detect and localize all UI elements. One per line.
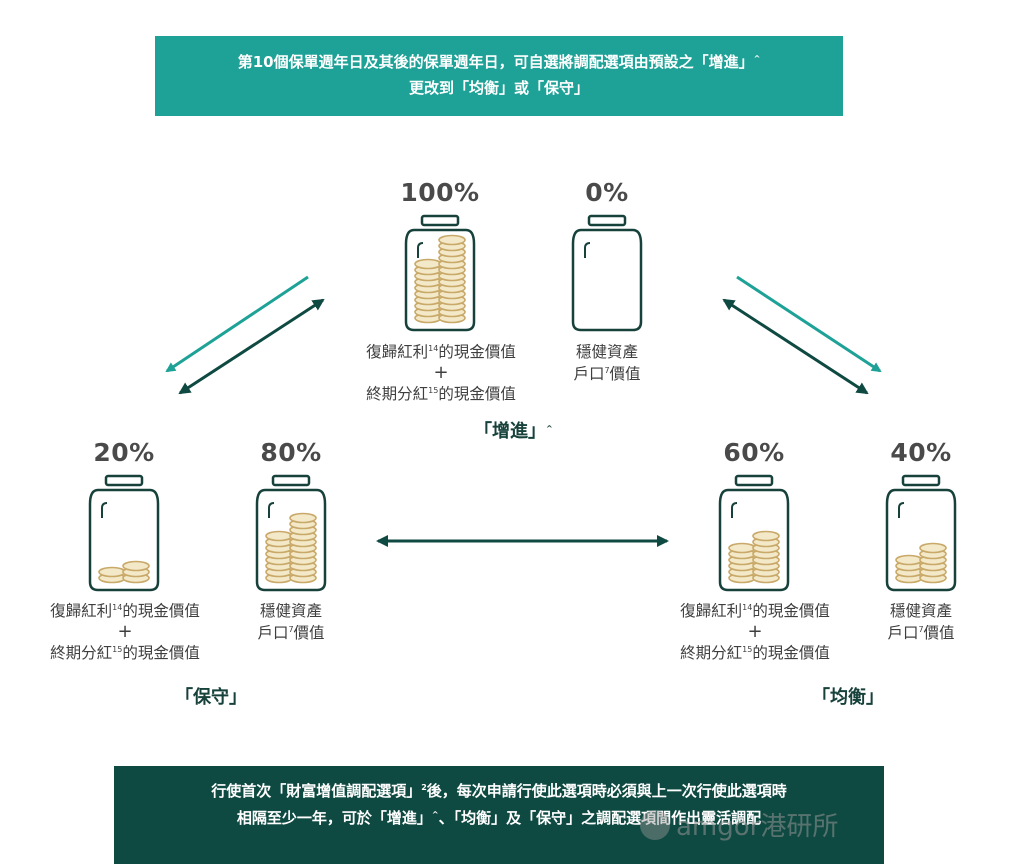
- conservative-stable-label: 穩健資產 戶口7價值: [244, 600, 338, 644]
- balanced-stable-label: 穩健資產 戶口7價值: [874, 600, 968, 644]
- bottom-banner-line1: 行使首次「財富增值調配選項」2後，每次申請行使此選項時必須與上一次行使此選項時: [114, 778, 884, 805]
- conservative-jar2-percent: 80%: [231, 438, 351, 467]
- jar-body: [887, 490, 955, 590]
- jar-lid: [903, 476, 939, 485]
- balanced-dividend-jar: [720, 476, 788, 590]
- coin: [439, 236, 465, 245]
- coin: [920, 544, 946, 553]
- jar-lid: [422, 216, 458, 225]
- balanced-dividend-label: 復歸紅利14的現金價值 + 終期分紅15的現金價值: [657, 600, 853, 664]
- conservative-dividend-label: 復歸紅利14的現金價值 + 終期分紅15的現金價值: [27, 600, 223, 664]
- growth-stable-jar: [573, 216, 641, 330]
- coin: [753, 532, 779, 541]
- coin: [896, 556, 922, 565]
- growth-jar1-percent: 100%: [380, 178, 500, 207]
- coin: [729, 544, 755, 553]
- option-balanced-title: 「均衡」: [812, 683, 884, 709]
- coin: [290, 514, 316, 523]
- growth-dividend-jar: [406, 216, 474, 330]
- growth-stable-label: 穩健資產 戶口7價值: [560, 341, 654, 385]
- growth-jar2-percent: 0%: [547, 178, 667, 207]
- conservative-jar1-percent: 20%: [64, 438, 184, 467]
- balanced-stable-jar: [887, 476, 955, 590]
- option-conservative-title: 「保守」: [175, 683, 247, 709]
- watermark-logo-icon: [640, 810, 670, 840]
- coin: [266, 532, 292, 541]
- jar-body: [573, 230, 641, 330]
- coin: [123, 562, 149, 571]
- conservative-dividend-jar: [90, 476, 158, 590]
- jar-lid: [273, 476, 309, 485]
- jar-lid: [736, 476, 772, 485]
- watermark: amgor港研所: [640, 806, 838, 843]
- coin: [99, 568, 125, 577]
- jar-lid: [106, 476, 142, 485]
- coin: [415, 260, 441, 269]
- balanced-jar1-percent: 60%: [694, 438, 814, 467]
- option-growth-title: 「增進」^: [474, 417, 553, 443]
- conservative-stable-jar: [257, 476, 325, 590]
- jar-body: [90, 490, 158, 590]
- balanced-jar2-percent: 40%: [861, 438, 981, 467]
- jar-lid: [589, 216, 625, 225]
- growth-dividend-label: 復歸紅利14的現金價值 + 終期分紅15的現金價值: [343, 341, 539, 405]
